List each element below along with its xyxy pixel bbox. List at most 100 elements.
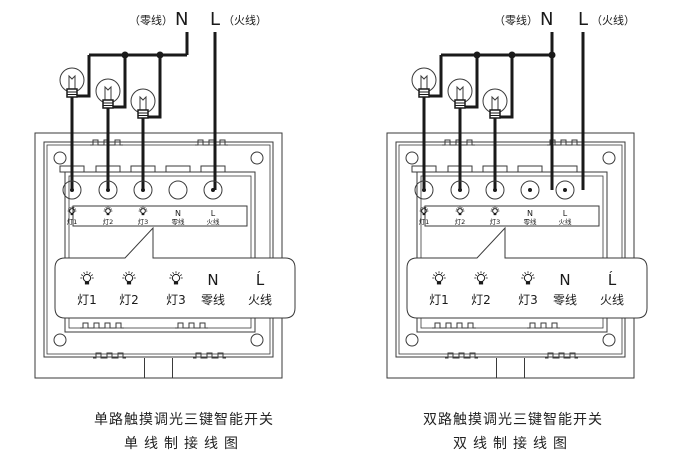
bulb-ray xyxy=(68,208,70,210)
terminal-screw xyxy=(133,180,153,200)
bulb-base xyxy=(106,213,110,216)
bulb-ray xyxy=(131,271,133,275)
junction-dot xyxy=(473,51,481,59)
terminal-cap xyxy=(200,165,226,173)
terminal-label-small: 火线 xyxy=(559,217,573,226)
bulb-icon xyxy=(482,88,508,119)
bulb-base xyxy=(454,99,466,109)
caption-single-wire: 单路触摸调光三键智能开关 单线制接线图 xyxy=(34,408,334,456)
terminal-screw xyxy=(485,180,505,200)
bulb-ray xyxy=(442,274,446,276)
callout-terminal-symbol: N xyxy=(207,271,218,289)
caption-title: 单路触摸调光三键智能开关 xyxy=(94,412,274,428)
bulb-ray xyxy=(425,207,427,209)
callout-terminal-symbol: Ĺ xyxy=(608,270,617,289)
terminal-label-small: 灯3 xyxy=(490,217,501,226)
bulb-ray xyxy=(461,207,463,209)
bulb-neutral-wire xyxy=(464,55,479,109)
terminal-symbol: N xyxy=(175,209,181,218)
terminal-screw xyxy=(414,180,434,200)
bulb-ray xyxy=(89,271,91,275)
bulb-icon xyxy=(67,206,77,216)
terminal-cap xyxy=(517,165,543,173)
bulb-ray xyxy=(169,274,173,276)
callout-terminal-label: 灯1 xyxy=(77,293,97,307)
bulb-icon xyxy=(490,206,500,216)
module-bottom-teeth xyxy=(432,322,476,329)
plate-inner-frame-2 xyxy=(46,144,271,355)
terminal-wire-end xyxy=(458,188,462,192)
switch-module xyxy=(64,171,256,333)
terminal-label-small: 灯2 xyxy=(455,217,466,226)
bulb-icon xyxy=(521,271,535,285)
bulb-base xyxy=(525,281,531,285)
bulb-ray xyxy=(456,208,458,210)
bulb-ray xyxy=(426,208,428,210)
terminal-screw xyxy=(203,180,223,200)
plate-inner-frame xyxy=(395,141,626,358)
terminal-cap xyxy=(552,165,578,173)
bulb-icon xyxy=(455,206,465,216)
terminal-label-strip xyxy=(424,205,600,227)
bulb-ray xyxy=(90,274,94,276)
neutral-label: （零线） xyxy=(129,13,173,27)
bulb-ray xyxy=(145,208,147,210)
bulb-ray xyxy=(441,271,443,275)
bulb-ray xyxy=(122,274,126,276)
terminal-screw xyxy=(555,180,575,200)
module-bottom-teeth xyxy=(80,322,124,329)
bulb-ray xyxy=(474,274,478,276)
bulb-filament xyxy=(104,85,112,100)
neutral-symbol: N xyxy=(175,9,188,30)
bulb-ray xyxy=(105,207,107,209)
bulb-ray xyxy=(144,207,146,209)
bulb-base xyxy=(436,281,442,285)
live-symbol: L xyxy=(210,9,220,30)
junction-dot xyxy=(156,51,164,59)
callout-terminal-label: 火线 xyxy=(600,293,624,307)
bulb-icon xyxy=(95,78,121,109)
bulb-ray xyxy=(484,274,488,276)
bulb-ray xyxy=(109,207,111,209)
bulb-filament xyxy=(491,95,499,110)
callout-terminal-symbol: N xyxy=(559,271,570,289)
bulb-ray xyxy=(496,207,498,209)
terminal-callout xyxy=(54,226,296,319)
terminal-symbol: N xyxy=(527,209,533,218)
callout-terminal-label: 零线 xyxy=(553,293,577,307)
screw-hole xyxy=(405,151,419,165)
screw-hole xyxy=(250,151,264,165)
plate-inner-frame xyxy=(43,141,274,358)
switch-module-inner xyxy=(68,175,252,329)
bulb-icon xyxy=(432,271,446,285)
bulb-icon xyxy=(447,78,473,109)
bulb-ray xyxy=(83,271,85,275)
caption-double-wire: 双路触摸调光三键智能开关 双线制接线图 xyxy=(363,408,663,456)
bulb-filament xyxy=(420,74,428,89)
bulb-base xyxy=(493,213,497,216)
bulb-ray xyxy=(80,274,84,276)
switch-plate xyxy=(386,132,635,379)
module-bottom-teeth xyxy=(175,322,208,329)
screw-hole xyxy=(602,151,616,165)
bulb-filament xyxy=(68,74,76,89)
bulb-ray xyxy=(73,207,75,209)
bulb-ray xyxy=(497,208,499,210)
bulb-ray xyxy=(492,207,494,209)
bulb-ray xyxy=(421,207,423,209)
bulb-ray xyxy=(530,271,532,275)
bulb-base xyxy=(84,281,90,285)
bulb-ray xyxy=(179,274,183,276)
terminal-label-small: 零线 xyxy=(524,217,538,226)
terminal-callout xyxy=(406,226,648,319)
terminal-wire-end xyxy=(106,188,110,192)
screw-hole xyxy=(250,333,264,347)
terminal-wire-end xyxy=(70,188,74,192)
plate-bottom-teeth-left xyxy=(93,352,126,359)
terminal-screw xyxy=(62,180,82,200)
caption-title: 双路触摸调光三键智能开关 xyxy=(423,412,603,428)
terminal-wire-end xyxy=(563,188,567,192)
bulb-base xyxy=(458,213,462,216)
terminal-label-strip xyxy=(72,205,248,227)
